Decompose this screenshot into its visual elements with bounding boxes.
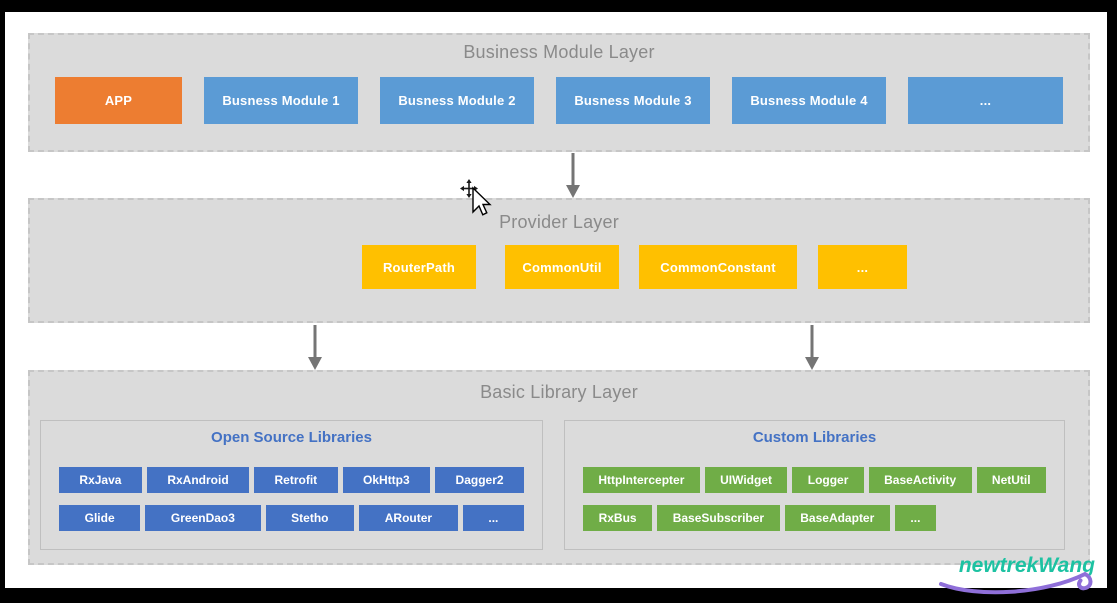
provider-box: RouterPath bbox=[362, 245, 476, 289]
watermark: newtrekWang bbox=[937, 552, 1099, 598]
library-box: HttpIntercepter bbox=[583, 467, 700, 493]
library-box: BaseSubscriber bbox=[657, 505, 780, 531]
library-box: GreenDao3 bbox=[145, 505, 261, 531]
library-box: UIWidget bbox=[704, 467, 788, 493]
custom-row-1: HttpIntercepter UIWidget Logger BaseActi… bbox=[583, 467, 1046, 493]
library-box: Dagger2 bbox=[435, 467, 524, 493]
arrow-provider-to-basic-right bbox=[805, 325, 819, 370]
watermark-swoosh-icon bbox=[939, 571, 1093, 595]
business-module-box: Busness Module 2 bbox=[380, 77, 534, 124]
library-box: OkHttp3 bbox=[342, 467, 431, 493]
library-ellipsis-box: ... bbox=[462, 505, 524, 531]
library-box: BaseAdapter bbox=[784, 505, 890, 531]
watermark-text: newtrekWang bbox=[958, 554, 1095, 577]
business-module-ellipsis-box: ... bbox=[908, 77, 1063, 124]
open-source-row-2: Glide GreenDao3 Stetho ARouter ... bbox=[59, 505, 524, 531]
library-box: RxBus bbox=[583, 505, 653, 531]
library-groups-row: Open Source Libraries RxJava RxAndroid R… bbox=[40, 420, 1088, 550]
provider-box: CommonUtil bbox=[505, 245, 619, 289]
custom-libraries-group: Custom Libraries HttpIntercepter UIWidge… bbox=[564, 420, 1065, 550]
app-box: APP bbox=[55, 77, 182, 124]
provider-box: CommonConstant bbox=[639, 245, 797, 289]
business-boxes-row: APP Busness Module 1 Busness Module 2 Bu… bbox=[30, 77, 1088, 124]
library-box: Retrofit bbox=[254, 467, 338, 493]
provider-layer: Provider Layer RouterPath CommonUtil Com… bbox=[28, 198, 1090, 323]
library-box: NetUtil bbox=[976, 467, 1046, 493]
library-box: RxJava bbox=[59, 467, 142, 493]
library-box: Stetho bbox=[265, 505, 355, 531]
library-ellipsis-box: ... bbox=[894, 505, 937, 531]
custom-group-title: Custom Libraries bbox=[752, 429, 877, 446]
arrow-business-to-provider bbox=[566, 153, 580, 198]
basic-library-layer: Basic Library Layer Open Source Librarie… bbox=[28, 370, 1090, 565]
library-box: Glide bbox=[59, 505, 141, 531]
business-module-layer: Business Module Layer APP Busness Module… bbox=[28, 33, 1090, 152]
business-module-box: Busness Module 1 bbox=[204, 77, 358, 124]
business-layer-title: Business Module Layer bbox=[463, 42, 655, 62]
open-source-group-title: Open Source Libraries bbox=[211, 429, 372, 446]
library-box: Logger bbox=[792, 467, 864, 493]
basic-layer-title: Basic Library Layer bbox=[480, 382, 638, 402]
arrow-provider-to-basic-left bbox=[308, 325, 322, 370]
provider-boxes-row: RouterPath CommonUtil CommonConstant ... bbox=[30, 245, 1088, 289]
move-cursor-icon bbox=[460, 179, 492, 216]
library-box: BaseActivity bbox=[868, 467, 972, 493]
custom-row-2: RxBus BaseSubscriber BaseAdapter ... bbox=[583, 505, 937, 531]
open-source-row-1: RxJava RxAndroid Retrofit OkHttp3 Dagger… bbox=[59, 467, 524, 493]
library-box: RxAndroid bbox=[146, 467, 250, 493]
library-box: ARouter bbox=[359, 505, 458, 531]
diagram-canvas: Business Module Layer APP Busness Module… bbox=[5, 12, 1107, 595]
business-module-box: Busness Module 3 bbox=[556, 77, 710, 124]
provider-ellipsis-box: ... bbox=[818, 245, 907, 289]
open-source-libraries-group: Open Source Libraries RxJava RxAndroid R… bbox=[40, 420, 543, 550]
business-module-box: Busness Module 4 bbox=[732, 77, 886, 124]
provider-layer-title: Provider Layer bbox=[499, 212, 619, 232]
